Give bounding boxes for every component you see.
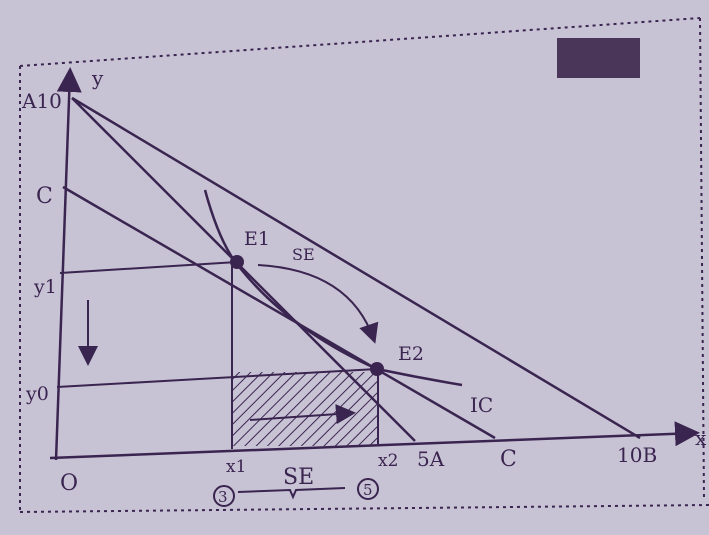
y-tick-c: C	[36, 184, 53, 209]
origin-label: O	[60, 471, 78, 496]
label-ic: IC	[470, 393, 493, 417]
indifference-curve	[203, 189, 463, 387]
point-e1	[230, 255, 244, 269]
budget-line-a-b	[71, 96, 641, 440]
bracket-label: SE	[283, 465, 314, 490]
y1-guide	[59, 261, 238, 274]
x-tick-x2: x2	[378, 451, 398, 471]
bracket-left-value: 3	[218, 488, 228, 506]
stamp-block	[557, 38, 640, 78]
dashed-frame	[19, 17, 709, 513]
x-axis-label: x	[695, 426, 707, 450]
x-tick-c: C	[500, 447, 517, 472]
y-tick-y0: y0	[25, 383, 49, 405]
substitution-arrow	[257, 264, 379, 344]
label-se-curve: SE	[292, 245, 315, 264]
hatched-region	[232, 372, 378, 446]
right-arrow	[249, 404, 356, 425]
bracket-right-value: 5	[363, 481, 373, 499]
y-axis	[54, 67, 82, 461]
x-tick-5a: 5A	[417, 447, 445, 471]
y-tick-a10: A10	[21, 89, 62, 113]
label-e1: E1	[244, 228, 270, 250]
se-bracket: SE 3 5	[213, 465, 379, 507]
y-axis-label: y	[91, 66, 104, 90]
x-tick-10b: 10B	[617, 443, 657, 467]
compensated-budget-line-c	[62, 185, 496, 440]
point-e2	[370, 362, 384, 376]
x-tick-x1: x1	[226, 457, 246, 477]
label-e2: E2	[398, 343, 424, 365]
y-tick-y1: y1	[33, 276, 57, 298]
